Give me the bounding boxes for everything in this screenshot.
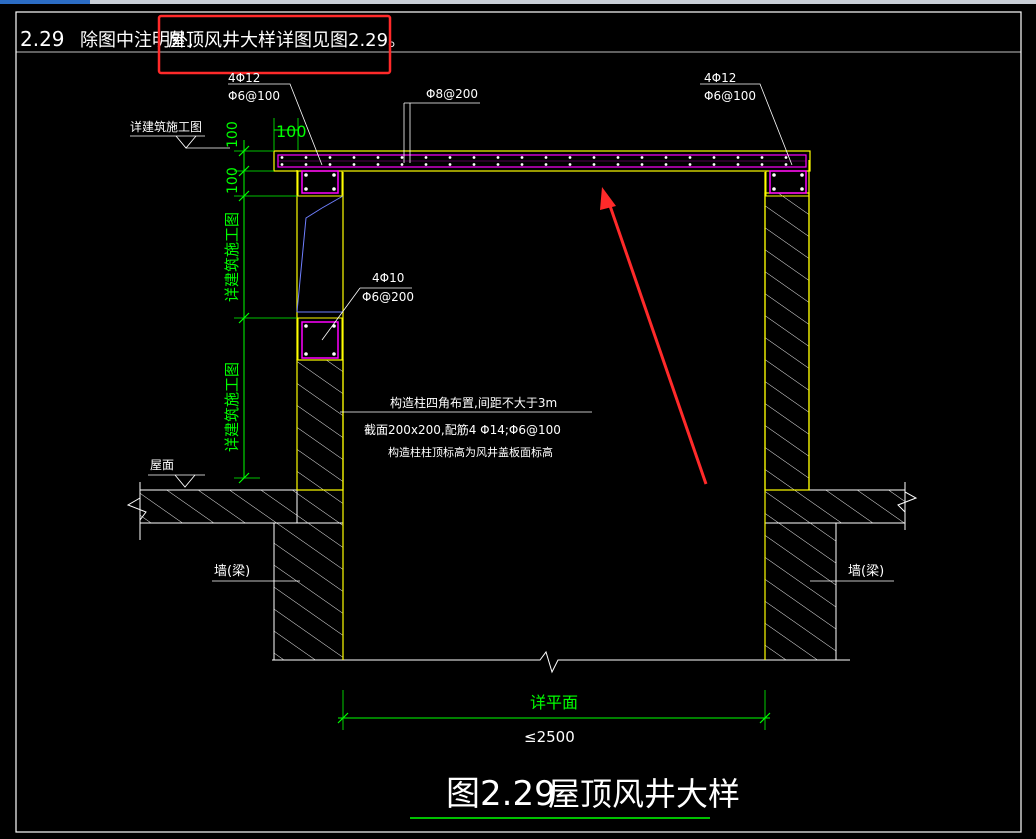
slab-rebar-dot (640, 156, 644, 159)
break-mark-right (897, 482, 918, 530)
figure-title: 屋顶风井大样 (548, 775, 740, 813)
arch-ref-low: 详建筑施工图 (223, 362, 241, 452)
arch-ref-mid: 详建筑施工图 (223, 212, 241, 302)
rebar-right-stirrup: Φ6@100 (704, 89, 756, 103)
elevation-marker-roof (148, 474, 205, 488)
rebar-left-main: 4Φ12 (228, 71, 260, 85)
slab-rebar-dot (520, 163, 524, 166)
elevation-marker-top (130, 135, 230, 149)
slab-rebar-dot (760, 156, 764, 159)
red-highlight-box (157, 14, 392, 75)
window-top-strip (0, 0, 1036, 4)
slab-rebar-dot (424, 163, 428, 166)
slab-rebar-dot (736, 156, 740, 159)
note-line-1: 构造柱四角布置,间距不大于3m (390, 395, 557, 410)
slab-rebar-dot (280, 163, 284, 166)
slab-rebar-dot (328, 156, 332, 159)
slab-rebar-dot (784, 156, 788, 159)
roof-label: 屋面 (150, 458, 174, 472)
dim-100-b: 100 (225, 167, 241, 194)
ring-beam (297, 317, 343, 361)
slab-rebar-dot (688, 163, 692, 166)
plan-ref: 详平面 (530, 693, 578, 712)
roof-slab-right (764, 489, 906, 661)
rebar-slab: Φ8@200 (426, 87, 478, 101)
break-mark-left (126, 482, 147, 540)
slab-rebar-dot (280, 156, 284, 159)
drawing-frame (15, 11, 1022, 833)
note-line-3: 构造柱柱顶标高为风井盖板面标高 (388, 445, 553, 459)
red-arrow (600, 187, 708, 485)
slab-rebar-dot (592, 156, 596, 159)
cover-slab (273, 150, 811, 172)
cover-slab-rebar-dots (280, 156, 788, 166)
slab-rebar-dot (568, 163, 572, 166)
slab-rebar-dot (448, 163, 452, 166)
slab-rebar-dot (736, 163, 740, 166)
arch-ref-top: 详建筑施工图 (130, 119, 202, 134)
beam-right (765, 170, 810, 197)
slab-rebar-dot (688, 156, 692, 159)
slab-rebar-dot (472, 163, 476, 166)
slab-rebar-dot (496, 156, 500, 159)
note-text-prefix: 除图中注明外, (80, 30, 194, 51)
note-line-2: 截面200x200,配筋4 Φ14;Φ6@100 (364, 422, 561, 437)
slab-rebar-dot (352, 163, 356, 166)
slab-rebar-dot (784, 163, 788, 166)
slab-rebar-dot (328, 163, 332, 166)
slab-rebar-dot (400, 163, 404, 166)
slab-rebar-dot (568, 156, 572, 159)
slab-rebar-dot (400, 156, 404, 159)
slab-rebar-dot (544, 163, 548, 166)
slab-rebar-dot (616, 163, 620, 166)
leader-right-beam (700, 83, 793, 166)
louver-opening (296, 195, 344, 313)
slab-rebar-dot (448, 156, 452, 159)
break-mark-bottom (272, 650, 850, 674)
col-stirrup: Φ6@200 (362, 290, 414, 304)
slab-rebar-dot (520, 156, 524, 159)
wall-label-left: 墙(梁) (214, 564, 250, 579)
window-tab-marker (0, 0, 90, 4)
slab-rebar-dot (640, 163, 644, 166)
leader-slab (403, 102, 480, 163)
col-main-rebar: 4Φ10 (372, 271, 404, 285)
slab-rebar-dot (760, 163, 764, 166)
slab-rebar-dot (616, 156, 620, 159)
slab-rebar-dot (592, 163, 596, 166)
leader-left-beam (228, 83, 323, 166)
roof-slab-left (139, 489, 344, 661)
wall-label-right: 墙(梁) (848, 564, 884, 579)
slab-rebar-dot (544, 156, 548, 159)
width-dim (337, 690, 771, 730)
slab-rebar-dot (496, 163, 500, 166)
slab-rebar-dot (472, 156, 476, 159)
slab-rebar-dot (376, 156, 380, 159)
rebar-left-stirrup: Φ6@100 (228, 89, 280, 103)
note-number: 2.29 (20, 27, 65, 51)
slab-rebar-dot (712, 163, 716, 166)
slab-rebar-dot (664, 163, 668, 166)
slab-rebar-dot (304, 163, 308, 166)
slab-rebar-dot (424, 156, 428, 159)
leader-ring-beam (321, 287, 412, 341)
shaft-wall-left (296, 170, 344, 660)
note-text-highlight: 屋顶风井大样详图见图2.29。 (168, 30, 406, 51)
dim-100-horizontal-text: 100 (276, 122, 307, 141)
slab-rebar-dot (712, 156, 716, 159)
dim-100-horizontal (273, 118, 299, 150)
beam-left (297, 170, 343, 197)
slab-rebar-dot (664, 156, 668, 159)
vertical-dim-chain (234, 140, 297, 484)
slab-rebar-dot (376, 163, 380, 166)
dim-100-a: 100 (225, 121, 241, 148)
slab-rebar-dot (352, 156, 356, 159)
figure-number: 图2.29 (446, 774, 556, 814)
rebar-right-main: 4Φ12 (704, 71, 736, 85)
slab-rebar-dot (304, 156, 308, 159)
width-dim-text: ≤2500 (524, 728, 575, 746)
